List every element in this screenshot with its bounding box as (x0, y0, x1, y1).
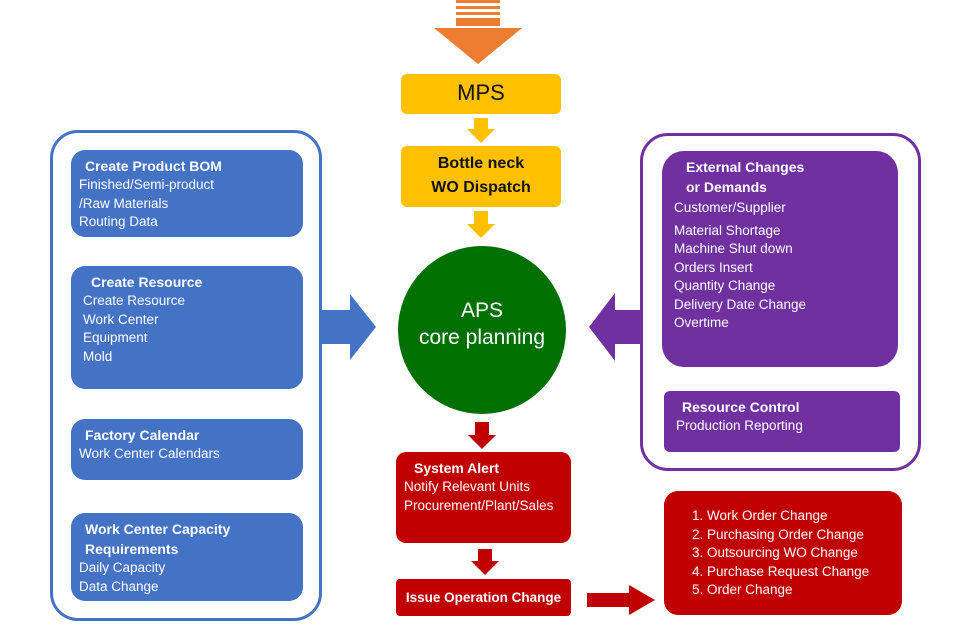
arrow-core-to-alert (468, 422, 496, 449)
create-resource-line: Mold (83, 348, 113, 364)
capacity-title-line1: Work Center Capacity (85, 521, 231, 537)
create-resource-line: Equipment (83, 330, 148, 345)
external-changes-line: Customer/Supplier (674, 200, 786, 215)
create-bom-title: Create Product BOM (85, 158, 222, 174)
change-list: 1. Work Order Change 2. Purchasing Order… (692, 507, 894, 600)
external-changes-line: Delivery Date Change (674, 296, 807, 312)
resource-control-line: Production Reporting (676, 418, 803, 433)
change-list-box: 1. Work Order Change 2. Purchasing Order… (664, 491, 902, 615)
factory-calendar-box: Factory Calendar Work Center Calendars (71, 419, 303, 480)
bottleneck-line2: WO Dispatch (431, 179, 531, 196)
external-changes-line: Material Shortage (674, 222, 781, 238)
top-input-arrow (434, 0, 522, 64)
create-resource-box: Create Resource Create Resource Work Cen… (71, 266, 303, 389)
core-line2: core planning (418, 326, 546, 349)
capacity-box: Work Center Capacity Requirements Daily … (71, 513, 303, 601)
change-list-item: 3. Outsourcing WO Change (692, 545, 858, 560)
external-changes-line: Overtime (674, 315, 729, 330)
change-list-item: 2. Purchasing Order Change (692, 526, 864, 542)
system-alert-box: System Alert Notify Relevant Units Procu… (396, 452, 571, 543)
change-list-item: 5. Order Change (692, 582, 793, 597)
arrow-bottleneck-to-core (467, 211, 495, 238)
capacity-line: Daily Capacity (79, 560, 166, 575)
issue-operation-change-label: Issue Operation Change (405, 590, 562, 605)
core-line1: APS (460, 299, 504, 322)
capacity-title-line2: Requirements (85, 541, 179, 557)
create-resource-line: Create Resource (83, 293, 186, 308)
system-alert-line: Procurement/Plant/Sales (404, 497, 554, 513)
external-changes-line: Machine Shut down (674, 241, 793, 256)
create-resource-line: Work Center (83, 311, 159, 327)
system-alert-line: Notify Relevant Units (404, 479, 531, 494)
factory-calendar-title: Factory Calendar (85, 427, 200, 443)
mps-label: MPS (457, 80, 505, 105)
external-changes-title-line2: or Demands (686, 179, 767, 195)
resource-control-box: Resource Control Production Reporting (664, 391, 900, 452)
bottleneck-line1: Bottle neck (437, 155, 525, 172)
external-changes-line: Orders Insert (674, 259, 753, 275)
aps-core-circle: APS core planning (398, 246, 566, 414)
arrow-left-inputs-to-core (322, 294, 376, 360)
factory-calendar-line: Work Center Calendars (79, 446, 220, 461)
create-resource-title: Create Resource (91, 274, 203, 290)
capacity-line: Data Change (79, 578, 159, 594)
external-changes-title-line1: External Changes (686, 159, 805, 175)
change-list-item: 4. Purchase Request Change (692, 563, 870, 579)
system-alert-title: System Alert (414, 460, 500, 476)
mps-box: MPS (401, 74, 561, 114)
arrow-right-inputs-to-core (589, 293, 643, 361)
issue-operation-change-box: Issue Operation Change (396, 579, 571, 616)
create-bom-box: Create Product BOM Finished/Semi-product… (71, 150, 303, 237)
create-bom-line: Finished/Semi-product (79, 177, 215, 192)
resource-control-title: Resource Control (682, 399, 800, 415)
arrow-mps-to-bottleneck (467, 118, 495, 143)
change-list-item: 1. Work Order Change (692, 508, 828, 523)
create-bom-line: Routing Data (79, 214, 158, 229)
external-changes-box: External Changes or Demands Customer/Sup… (662, 151, 898, 367)
external-changes-line: Quantity Change (674, 278, 776, 293)
create-bom-line: /Raw Materials (79, 195, 169, 211)
arrow-issue-to-changes (587, 585, 655, 615)
arrow-alert-to-issue (471, 549, 499, 575)
bottleneck-box: Bottle neck WO Dispatch (401, 146, 561, 207)
